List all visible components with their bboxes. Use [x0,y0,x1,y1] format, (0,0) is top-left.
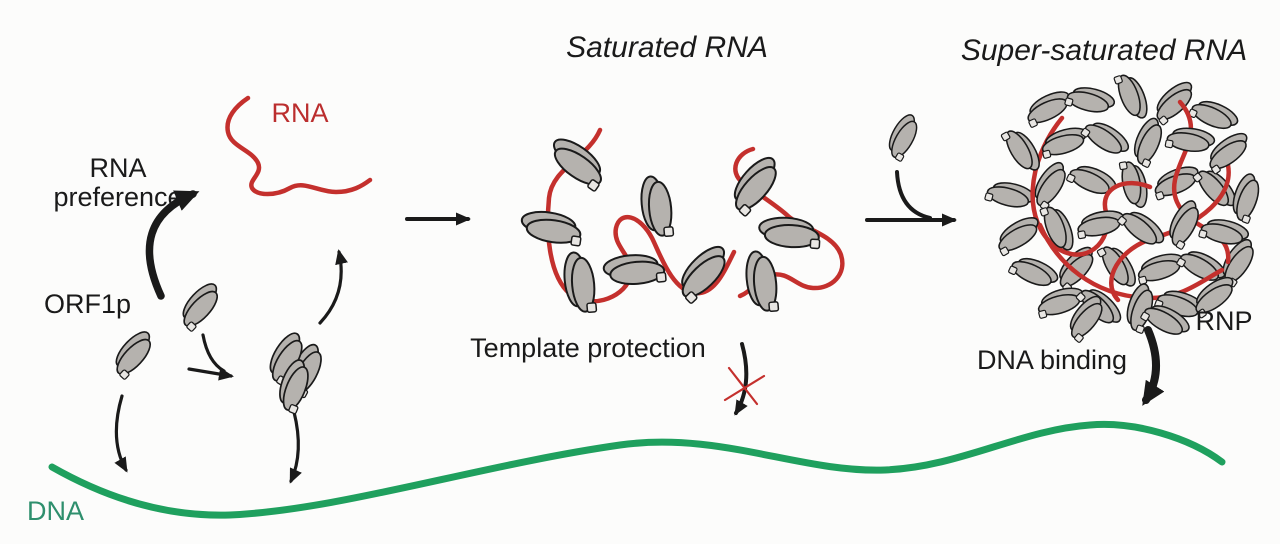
orf1p-on-rna [561,249,598,316]
orf1p-in-rnp [1007,250,1062,293]
orf1p-on-rna [757,215,822,250]
dna-strand-layer [48,420,1226,519]
orf1p-monomer [106,326,160,381]
orf1p-in-rnp [1038,201,1079,256]
saturated-rna-layer [518,127,845,316]
dna-approach-right-arrow [289,410,302,484]
orf1p-in-rnp [1065,158,1120,201]
free-rna-layer [225,95,373,197]
cycle-up-arrow [318,249,348,325]
orf1p-in-rnp [1000,123,1046,178]
monomer-merge-curve [895,170,932,220]
dimerization-arrow [187,367,234,381]
title-saturated-rna: Saturated RNA [566,31,768,64]
free-rna-strand [225,95,373,197]
orf1p-in-rnp [1074,207,1127,240]
orf1p-in-rnp [1133,249,1187,286]
orf1p-in-rnp [983,176,1038,213]
label-rna-preference-line1: RNA [89,153,146,183]
orf1p-on-rna [743,248,780,315]
blocked-x-mark [727,366,759,406]
blocked-dna-arrow [734,342,749,416]
label-orf1p: ORF1p [44,289,131,319]
orf1p-in-rnp [1037,123,1091,160]
orf1p-in-rnp [1021,86,1076,129]
orf1p-on-rna [518,207,585,248]
label-rnp: RNP [1195,306,1252,336]
orf1p-in-rnp [991,211,1046,257]
orf1p-on-rna [601,251,668,288]
label-rna-preference-line2: preference [53,182,182,212]
label-dna: DNA [27,496,84,526]
orf1p-in-rnp [1063,81,1118,118]
rnp-cluster-layer [983,69,1266,344]
orf1p-cycle-layer [106,278,330,415]
arrows-layer [114,170,1165,484]
dimerization-curve [201,333,226,373]
orf1p-in-rnp [1079,114,1134,162]
dna-strand [48,420,1226,519]
free-monomer-layer [881,110,925,163]
blocked-x-mark [723,374,766,402]
title-supersaturated-rna: Super-saturated RNA [961,34,1247,67]
orf1p-monomer [881,110,925,163]
label-dna-binding: DNA binding [977,345,1127,375]
label-rna: RNA [271,98,328,128]
orf1p-monomer [173,278,227,333]
orf1p-in-rnp [1147,76,1201,127]
label-template-protection: Template protection [470,333,706,363]
rnp-rna-thread [1030,115,1153,257]
blocked-x-layer [723,366,766,406]
dna-approach-left-arrow [114,394,128,473]
rna-preference-arrow [145,190,200,300]
dna-binding-arrow [1142,326,1165,406]
orf1p-in-rnp [1164,123,1217,156]
orf1p-in-rnp [1112,69,1153,124]
